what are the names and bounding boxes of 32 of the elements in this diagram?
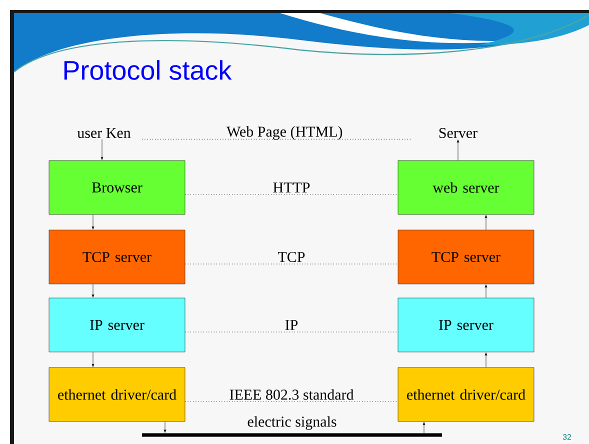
edge-label: Web Page (HTML) xyxy=(226,126,342,140)
edge-label: IEEE 802.3 standard xyxy=(230,389,354,400)
layer-box: TCP server xyxy=(398,230,534,284)
page-number: 32 xyxy=(562,434,572,440)
arrow xyxy=(92,352,94,367)
slide-title: Protocol stack xyxy=(64,60,232,80)
arrow xyxy=(100,138,104,160)
arrow xyxy=(484,352,488,368)
arrow xyxy=(422,422,426,434)
dotted-link xyxy=(184,194,398,195)
layer-box: Browser xyxy=(48,160,186,215)
layer-box: IP server xyxy=(48,298,186,352)
dotted-link xyxy=(184,401,398,402)
arrow xyxy=(92,284,94,298)
arrow xyxy=(484,215,488,230)
layer-box: web server xyxy=(398,160,534,215)
endpoint-label: user Ken xyxy=(77,128,131,138)
layer-box: TCP server xyxy=(48,230,186,284)
endpoint-label: Server xyxy=(439,128,478,138)
signal-label: electric signals xyxy=(248,416,336,430)
arrow xyxy=(484,284,488,298)
arrow xyxy=(456,140,460,160)
wire-bar xyxy=(142,433,442,437)
edge-label: TCP xyxy=(278,252,305,262)
layer-box: IP server xyxy=(398,298,534,352)
edge-label: IP xyxy=(285,320,298,330)
arrow xyxy=(164,422,166,433)
dotted-link xyxy=(142,138,413,140)
arrow xyxy=(92,214,94,230)
layer-box: ethernet driver/card xyxy=(398,367,534,422)
edge-label: HTTP xyxy=(273,182,310,192)
layer-box: ethernet driver/card xyxy=(48,367,186,422)
